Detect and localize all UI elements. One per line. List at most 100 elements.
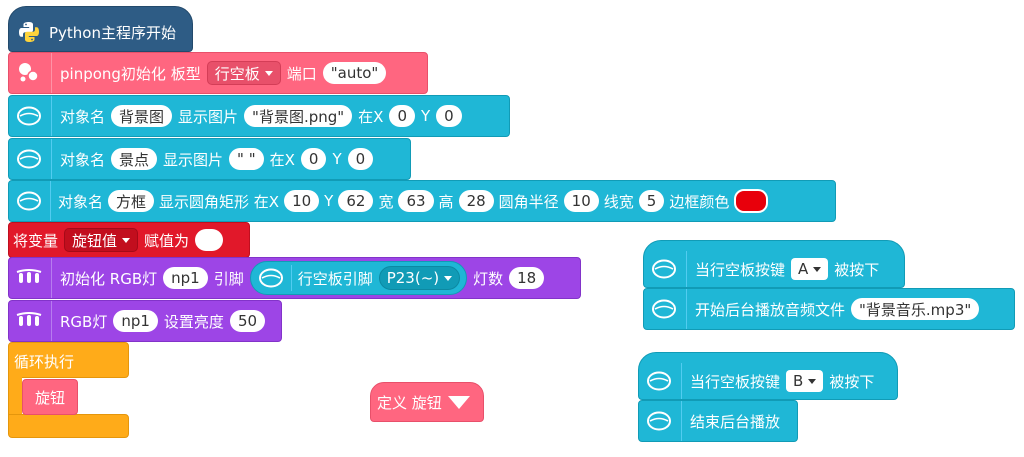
python-main-start-label: Python主程序开始 (49, 23, 176, 42)
rgb-name-input[interactable]: np1 (113, 310, 158, 332)
rgb-init-label: 初始化 RGB灯 (60, 269, 158, 288)
height-input[interactable]: 28 (458, 190, 494, 212)
led-count-input[interactable]: 18 (509, 267, 545, 289)
chevron-down-icon (122, 237, 131, 243)
block-divider (51, 258, 52, 298)
define-knob-block[interactable]: 定义 旋钮 (370, 382, 484, 422)
object-name-input[interactable]: 景点 (111, 148, 158, 170)
display-image-label: 显示图片 (178, 107, 239, 126)
unihiker-icon (257, 264, 285, 292)
audio-file-input[interactable]: "背景音乐.mp3" (851, 298, 980, 320)
pin-dropdown[interactable]: P23(~) (378, 266, 461, 290)
call-knob-block[interactable]: 旋钮 (22, 379, 78, 415)
key-dropdown[interactable]: B (786, 370, 824, 392)
button-b-event-block[interactable]: 当行空板按键 B 被按下 (638, 352, 898, 400)
set-variable-block[interactable]: 将变量 旋钮值 赋值为 (8, 222, 250, 258)
key-value: A (798, 260, 809, 278)
pin-value: P23(~) (386, 269, 440, 287)
board-type-value: 行空板 (214, 64, 260, 83)
width-input[interactable]: 63 (398, 190, 434, 212)
y-label: Y (421, 107, 431, 125)
rgb-name-input[interactable]: np1 (163, 267, 208, 289)
collapse-triangle-icon[interactable] (447, 395, 470, 409)
rounded-rect-block[interactable]: 对象名 方框 显示圆角矩形 在X 10 Y 62 宽 63 高 28 圆角半径 … (8, 180, 836, 222)
y-label: Y (332, 150, 342, 168)
unihiker-icon (15, 102, 43, 130)
object-name-input[interactable]: 方框 (108, 190, 155, 212)
width-label: 宽 (378, 192, 394, 211)
python-logo-icon (15, 18, 43, 46)
variable-dropdown[interactable]: 旋钮值 (64, 228, 139, 252)
loop-block[interactable]: 循环执行 旋钮 (8, 342, 130, 438)
board-pin-reporter[interactable]: 行空板引脚 P23(~) (249, 261, 468, 295)
pinpong-init-label: pinpong初始化 板型 (60, 64, 201, 83)
board-type-dropdown[interactable]: 行空板 (206, 61, 281, 85)
display-image-block-1[interactable]: 对象名 背景图 显示图片 "背景图.png" 在X 0 Y 0 (8, 95, 510, 137)
unihiker-icon (645, 367, 673, 395)
call-knob-label: 旋钮 (34, 388, 65, 407)
line-width-label: 线宽 (603, 192, 634, 211)
rgb-strip-icon (15, 307, 43, 335)
play-audio-label: 开始后台播放音频文件 (695, 300, 846, 319)
x-input[interactable]: 0 (389, 105, 415, 127)
corner-radius-label: 圆角半径 (498, 192, 559, 211)
unihiker-icon (650, 295, 678, 323)
object-name-label: 对象名 (60, 150, 106, 169)
block-divider (681, 401, 682, 441)
object-name-label: 对象名 (58, 192, 104, 211)
x-input[interactable]: 0 (300, 148, 327, 170)
image-file-input[interactable]: " " (229, 148, 264, 170)
play-audio-block[interactable]: 开始后台播放音频文件 "背景音乐.mp3" (643, 288, 1015, 330)
display-image-block-2[interactable]: 对象名 景点 显示图片 " " 在X 0 Y 0 (8, 138, 411, 180)
y-input[interactable]: 0 (347, 148, 374, 170)
block-divider (51, 96, 52, 136)
unihiker-icon (15, 187, 43, 215)
border-color-label: 边框颜色 (669, 192, 730, 211)
display-image-label: 显示图片 (163, 150, 224, 169)
y-input[interactable]: 62 (338, 190, 374, 212)
pin-label: 引脚 (213, 269, 244, 288)
y-label: Y (324, 192, 334, 210)
led-count-label: 灯数 (473, 269, 504, 288)
x-label: 在X (358, 107, 384, 126)
port-input[interactable]: "auto" (322, 62, 387, 84)
chevron-down-icon (813, 266, 822, 272)
chevron-down-icon (808, 378, 817, 384)
variable-value-input[interactable] (195, 229, 224, 251)
stop-audio-block[interactable]: 结束后台播放 (638, 400, 798, 442)
set-variable-label: 将变量 (13, 231, 59, 250)
pinpong-init-block[interactable]: pinpong初始化 板型 行空板 端口 "auto" (8, 52, 428, 94)
chevron-down-icon (444, 275, 453, 281)
chevron-down-icon (264, 70, 273, 76)
python-main-start-block[interactable]: Python主程序开始 (8, 6, 193, 52)
y-input[interactable]: 0 (436, 105, 462, 127)
block-divider (681, 363, 682, 399)
block-divider (51, 139, 52, 179)
block-divider (686, 289, 687, 329)
assign-label: 赋值为 (144, 231, 190, 250)
port-label: 端口 (286, 64, 317, 83)
brightness-input[interactable]: 50 (229, 310, 266, 332)
rounded-rect-label: 显示圆角矩形 在X (159, 192, 280, 211)
line-width-input[interactable]: 5 (638, 190, 665, 212)
key-dropdown[interactable]: A (791, 258, 829, 280)
corner-radius-input[interactable]: 10 (563, 190, 599, 212)
x-input[interactable]: 10 (284, 190, 320, 212)
rgb-init-block[interactable]: 初始化 RGB灯 np1 引脚 行空板引脚 P23(~) 灯数 18 (8, 257, 581, 299)
border-color-picker[interactable] (734, 189, 769, 213)
rgb-brightness-block[interactable]: RGB灯 np1 设置亮度 50 (8, 300, 282, 342)
button-a-event-block[interactable]: 当行空板按键 A 被按下 (643, 240, 905, 288)
block-divider (51, 301, 52, 341)
object-name-input[interactable]: 背景图 (111, 105, 173, 127)
pinpong-icon (15, 59, 43, 87)
rgb-label: RGB灯 (60, 312, 108, 331)
loop-label: 循环执行 (14, 353, 75, 371)
define-knob-label: 定义 旋钮 (377, 393, 442, 412)
rgb-strip-icon (15, 264, 43, 292)
image-file-input[interactable]: "背景图.png" (244, 105, 353, 127)
x-label: 在X (269, 150, 295, 169)
unihiker-icon (650, 255, 678, 283)
block-divider (290, 265, 292, 291)
unihiker-icon (15, 145, 43, 173)
board-pin-label: 行空板引脚 (297, 269, 373, 288)
